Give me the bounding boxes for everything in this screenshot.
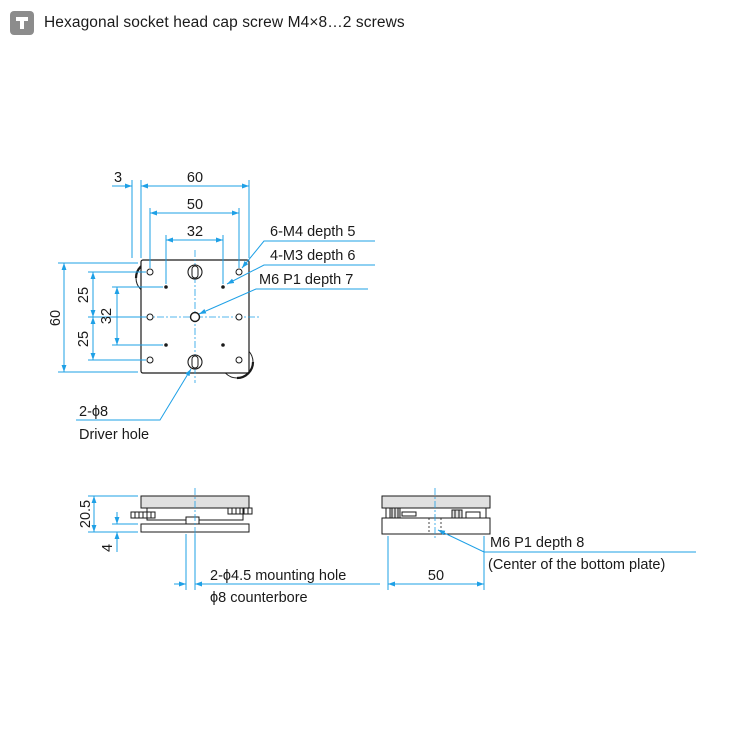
driver-holes [187, 264, 203, 370]
page-header: Hexagonal socket head cap screw M4×8…2 s… [10, 10, 405, 36]
side-screw-head [185, 516, 200, 525]
callout-counterbore: ϕ8 counterbore [210, 590, 308, 606]
dim-pitch-32: 32 [187, 224, 203, 240]
dim-offset-3: 3 [114, 170, 122, 186]
side-view-dimension-lines [91, 496, 380, 587]
screw-t-icon [10, 11, 34, 35]
m3-holes [164, 285, 225, 347]
dim-25-upper: 25 [76, 287, 92, 303]
callout-m6-center: M6 P1 depth 7 [259, 272, 353, 288]
side-view: 20.5 4 2-ϕ4.5 mounting hole ϕ8 counterbo… [78, 488, 380, 606]
top-view-dimension-lines [61, 183, 249, 372]
callout-m3-holes: 4-M3 depth 6 [270, 248, 355, 264]
front-view: 50 M6 P1 depth 8 (Center of the bottom p… [381, 488, 696, 590]
dim-base-width-50: 50 [428, 568, 444, 584]
front-top-plate [381, 495, 491, 509]
callout-bottom-tap: M6 P1 depth 8 [490, 535, 584, 551]
front-base-plate [381, 517, 491, 535]
callout-bottom-tap-note: (Center of the bottom plate) [488, 557, 665, 573]
callout-mount-holes: 2-ϕ4.5 mounting hole [210, 568, 346, 584]
dim-width-60: 60 [187, 170, 203, 186]
front-view-extension-lines [387, 536, 485, 590]
top-view-leaders [76, 240, 375, 421]
dim-32-vertical: 32 [99, 308, 115, 324]
dim-height-60: 60 [48, 310, 64, 326]
dim-25-lower: 25 [76, 331, 92, 347]
callout-driver-qty: 2-ϕ8 [79, 404, 108, 420]
front-knob-left [389, 507, 417, 519]
dim-pitch-50: 50 [187, 197, 203, 213]
callout-driver-name: Driver hole [79, 427, 149, 443]
m4-holes [146, 268, 243, 364]
side-knob-left [130, 511, 156, 519]
callout-m4-holes: 6-M4 depth 5 [270, 224, 355, 240]
center-m6-hole [189, 311, 201, 323]
top-view-extension-lines [58, 180, 250, 373]
front-knob-right [451, 509, 481, 519]
front-view-dimension-lines [388, 529, 696, 587]
dim-height-20-5: 20.5 [78, 500, 94, 528]
side-knob-right [227, 507, 253, 515]
front-body [385, 507, 487, 519]
dim-base-4: 4 [100, 544, 116, 552]
page-title: Hexagonal socket head cap screw M4×8…2 s… [44, 14, 405, 31]
top-view: 3 60 50 32 60 25 32 25 6-M4 depth 5 4-M3… [48, 170, 375, 443]
